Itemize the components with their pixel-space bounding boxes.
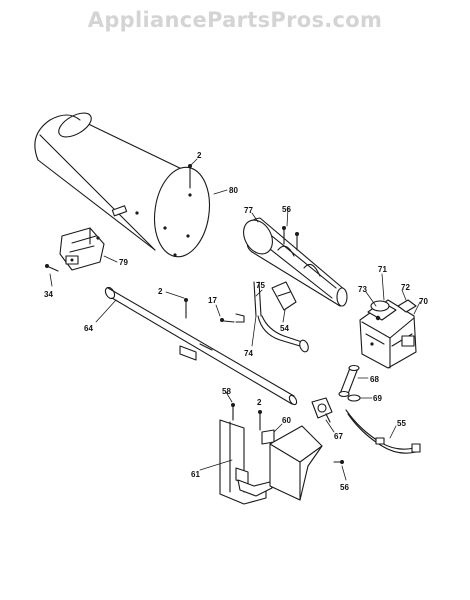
callout-73: 73 [358, 285, 367, 294]
watermark-text: AppliancePartsPros.com [87, 8, 383, 32]
bracket-part-79 [59, 227, 105, 271]
callout-55: 55 [397, 419, 406, 428]
callout-79: 79 [119, 258, 128, 267]
leader-lines [95, 158, 421, 481]
callout-2-low: 2 [257, 398, 262, 407]
callout-58: 58 [222, 387, 231, 396]
callout-75: 75 [256, 281, 265, 290]
screw-part-2-mid [184, 298, 188, 319]
callout-70: 70 [419, 297, 428, 306]
callout-69: 69 [373, 394, 382, 403]
switch-part-67 [311, 397, 333, 423]
burner-part-77 [243, 217, 348, 307]
support-bracket-part-61 [219, 419, 273, 505]
clip-part-60 [261, 429, 275, 445]
mounting-plate [269, 425, 323, 501]
callout-71: 71 [378, 265, 387, 274]
callout-67: 67 [334, 432, 343, 441]
screw-part-58 [231, 403, 235, 421]
callout-74: 74 [244, 349, 253, 358]
callout-68: 68 [370, 375, 379, 384]
callout-56-top: 56 [282, 205, 291, 214]
callout-56-bottom: 56 [340, 483, 349, 492]
callout-17: 17 [208, 296, 217, 305]
callout-80: 80 [229, 186, 238, 195]
callout-72: 72 [401, 283, 410, 292]
callout-77: 77 [244, 206, 253, 215]
sensor-tube-part-68 [338, 364, 360, 398]
screw-part-56-bottom [333, 460, 344, 464]
callout-54: 54 [280, 324, 289, 333]
screw-part-2-low [258, 410, 262, 431]
screws-part-56-top [282, 226, 299, 251]
callout-2-top: 2 [197, 151, 202, 160]
callout-34: 34 [44, 290, 53, 299]
cap-part-69 [347, 394, 361, 402]
callout-60: 60 [282, 416, 291, 425]
wire-harness-part-55 [345, 409, 421, 454]
bracket-part-54 [271, 281, 297, 311]
screw-part-17 [220, 318, 235, 323]
callout-64: 64 [84, 324, 93, 333]
callout-61: 61 [191, 470, 200, 479]
manifold-pipe-part-64 [104, 286, 298, 406]
clip-part-75 [235, 313, 245, 323]
screw-part-34 [45, 264, 59, 287]
drum-part-80 [34, 112, 211, 258]
gas-valve-part-70 [359, 299, 417, 369]
callout-2-mid: 2 [158, 287, 163, 296]
igniter-part-74 [253, 281, 309, 353]
